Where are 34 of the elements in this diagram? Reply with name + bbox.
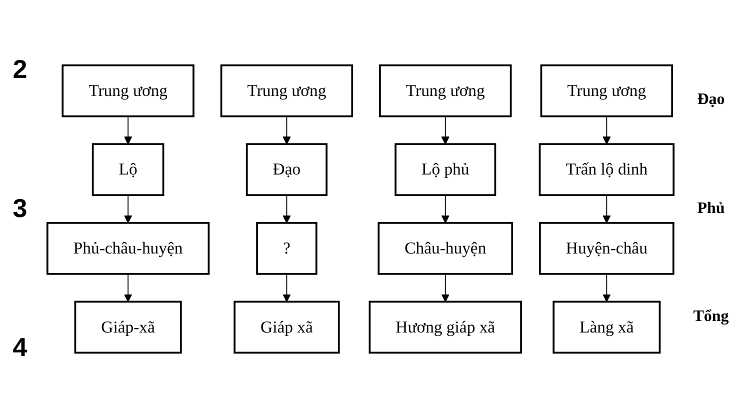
level-name: Phủ [697,200,725,218]
arrow [124,272,132,302]
node-box: Lộ phủ [394,142,496,196]
node-box: Giáp xã [234,300,340,354]
node-box: Trấn lộ dinh [538,142,675,196]
node-box: Huyện-châu [539,221,674,274]
arrow [282,115,291,144]
node-box: Trung ương [220,64,354,117]
level-number: 3 [12,193,28,224]
level-number: 4 [12,332,28,363]
arrow [441,194,450,223]
arrow [441,272,450,302]
node-box: Lộ [92,142,164,196]
level-number: 2 [12,54,28,85]
node-box: Trung ương [540,64,674,117]
arrow [602,272,611,302]
node-box: Làng xã [552,300,661,354]
arrow [282,272,291,302]
arrow [441,115,450,144]
node-box: Phủ-châu-huyện [46,221,210,274]
node-box: Trung ương [62,64,194,117]
node-box: Giáp-xã [74,300,182,354]
level-name: Tổng [693,308,729,326]
level-name: Đạo [697,90,725,109]
node-box: ? [256,221,318,274]
arrow [124,115,132,144]
arrow [282,194,291,223]
arrow [602,115,611,144]
node-box: Hương giáp xã [368,300,522,354]
arrow [124,194,132,223]
node-box: Châu-huyện [378,221,514,274]
node-box: Trung ương [379,64,512,117]
arrow [602,194,611,223]
node-box: Đạo [246,142,328,196]
